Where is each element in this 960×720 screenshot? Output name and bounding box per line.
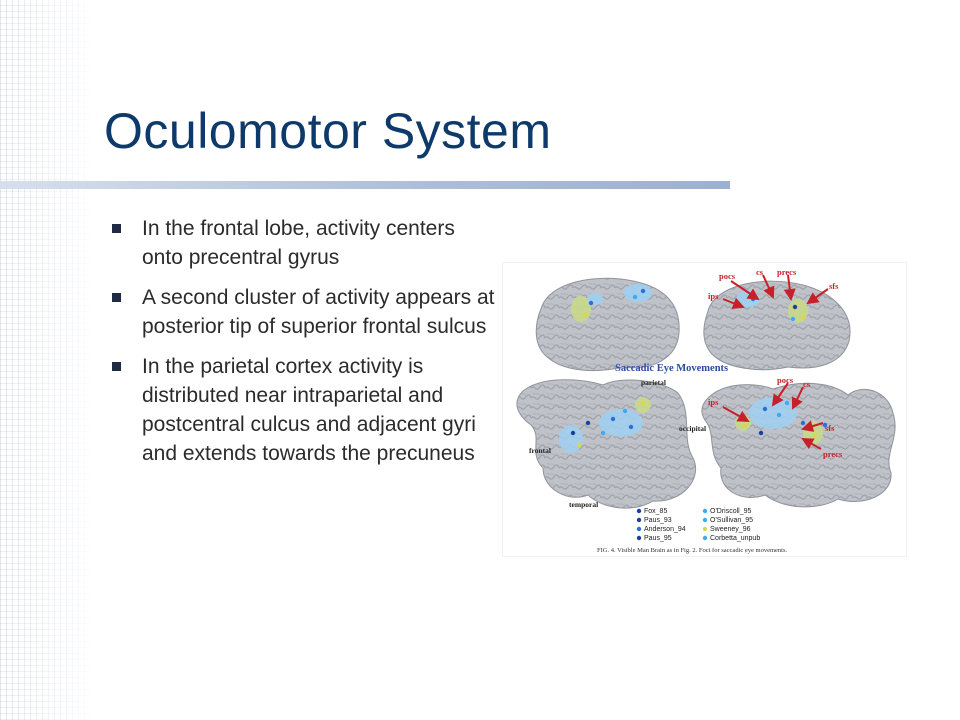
bullet-item: In the frontal lobe, activity centers on… <box>106 214 496 272</box>
title-underline <box>0 181 730 189</box>
label-sfs-bottom: sfs <box>825 423 835 433</box>
legend-label: Anderson_94 <box>644 526 686 533</box>
legend-label: Fox_85 <box>644 508 667 515</box>
label-parietal: parietal <box>641 378 666 387</box>
label-occipital: occipital <box>679 424 706 433</box>
legend-label: O'Driscoll_95 <box>710 508 752 515</box>
square-bullet-icon <box>112 293 121 302</box>
bullet-text: In the parietal cortex activity is distr… <box>142 355 476 465</box>
label-cs-top: cs <box>756 267 764 277</box>
legend-label: Sweeney_96 <box>710 526 751 533</box>
legend-label: Paus_93 <box>644 517 672 524</box>
brain-lateral-right <box>703 280 851 371</box>
bullet-text: A second cluster of activity appears at … <box>142 286 495 338</box>
legend-label: O'Sullivan_95 <box>710 517 753 524</box>
brain-lateral-left <box>535 277 680 372</box>
brain-flatmap-left <box>516 379 697 509</box>
sulcus-arrows <box>722 274 829 450</box>
square-bullet-icon <box>112 362 121 371</box>
figure-heading: Saccadic Eye Movements <box>615 363 728 374</box>
label-precs-bottom: precs <box>823 449 843 459</box>
brain-figure: pocs cs precs ips sfs pocs cs ips sfs pr… <box>503 263 906 556</box>
label-temporal: temporal <box>569 500 598 509</box>
label-cs-bottom: cs <box>803 379 811 389</box>
bullet-item: In the parietal cortex activity is distr… <box>106 352 496 468</box>
brain-figure-svg: pocs cs precs ips sfs pocs cs ips sfs pr… <box>516 267 896 554</box>
bullet-item: A second cluster of activity appears at … <box>106 283 496 341</box>
legend-label: Corbetta_unpub <box>710 535 760 542</box>
label-precs-top: precs <box>777 267 797 277</box>
legend-label: Paus_95 <box>644 535 672 542</box>
label-sfs-top: sfs <box>829 281 839 291</box>
label-ips-bottom: ips <box>708 397 719 407</box>
label-pocs-bottom: pocs <box>777 375 794 385</box>
bullet-list: In the frontal lobe, activity centers on… <box>106 214 496 479</box>
label-pocs-top: pocs <box>719 271 736 281</box>
label-ips-top: ips <box>708 291 719 301</box>
label-frontal: frontal <box>529 446 551 455</box>
brain-flatmap-right <box>701 382 896 508</box>
square-bullet-icon <box>112 224 121 233</box>
bullet-text: In the frontal lobe, activity centers on… <box>142 217 455 269</box>
legend: Fox_85 Paus_93 Anderson_94 Paus_95 O'Dri… <box>636 508 760 542</box>
slide-title: Oculomotor System <box>104 103 552 159</box>
figure-caption: FIG. 4. Visible Man Brain as in Fig. 2. … <box>597 547 787 554</box>
background-grid-fade <box>0 0 90 720</box>
